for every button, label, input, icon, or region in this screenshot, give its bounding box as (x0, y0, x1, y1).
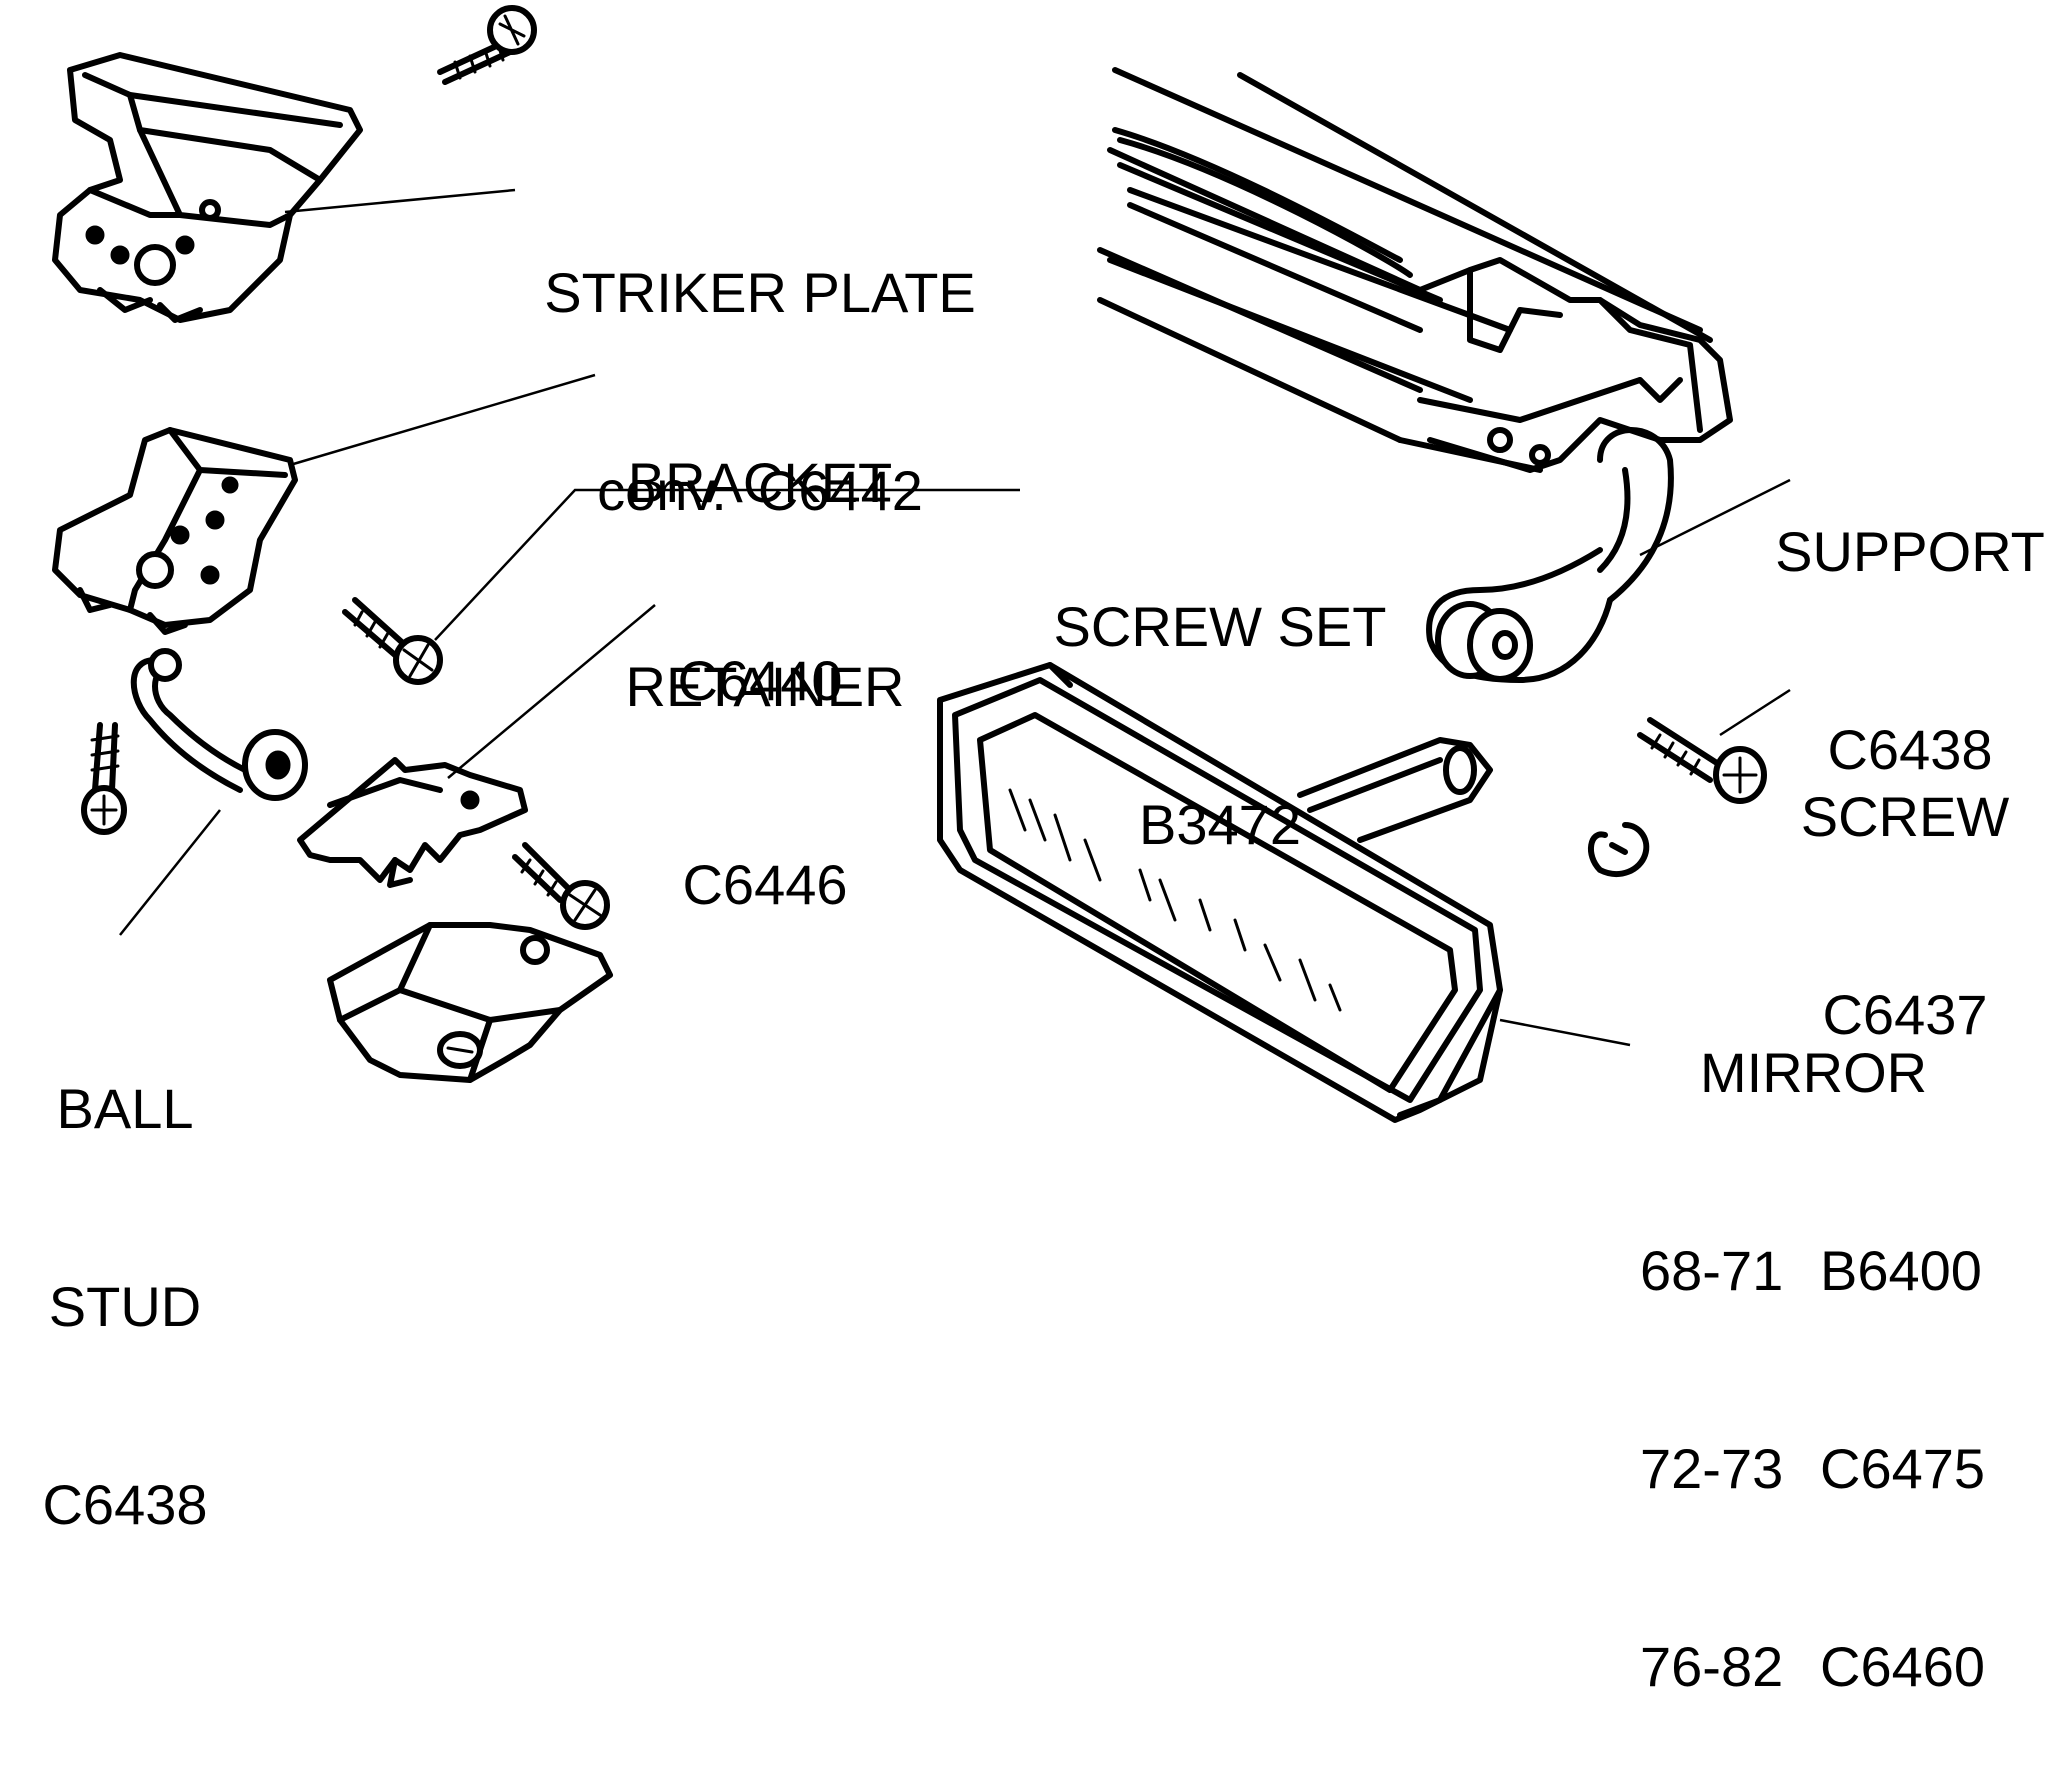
ball-stud-part: C6438 (42, 1473, 208, 1536)
striker-plate-part: conv. C6442 (597, 459, 923, 522)
support-drawing (1426, 427, 1674, 683)
bracket-label: BRACKET C6440 (600, 318, 920, 780)
screw-set-title: SCREW SET (1053, 595, 1387, 658)
small-clip-drawing (1588, 822, 1650, 877)
header-rail-drawing (1097, 67, 1733, 473)
support-title: SUPPORT (1775, 520, 2045, 583)
support-part: C6438 (1827, 718, 1993, 781)
mirror-row-part: C6475 (1820, 1437, 1986, 1500)
retainer-label: RETAINER C6446 (595, 522, 935, 984)
support-label: SUPPORT C6438 (1760, 387, 2060, 849)
left-small-screw-drawing (81, 722, 127, 835)
striker-plate-title: STRIKER PLATE (544, 261, 976, 324)
top-screw-drawing (437, 5, 537, 85)
ball-stud-line2: STUD (48, 1275, 202, 1338)
screw-label: SCREW C6437 (1770, 652, 2040, 1114)
screw-title: SCREW (1800, 785, 2010, 848)
mirror-row-part: C6460 (1820, 1635, 1986, 1698)
mirror-row-years: 68-71 (1640, 1239, 1784, 1302)
retainer-title: RETAINER (625, 655, 905, 718)
ball-stud-line1: BALL (56, 1077, 194, 1140)
mirror-row-years: 76-82 (1640, 1635, 1784, 1698)
lower-screw-drawing (512, 842, 610, 930)
base-drawing (327, 922, 613, 1083)
mirror-row: 72-73 C6475 (1640, 1436, 2060, 1502)
mirror-row-years: 72-73 (1640, 1437, 1784, 1500)
ball-stud-drawing (130, 648, 308, 801)
bracket-title: BRACKET (627, 451, 893, 514)
mirror-row-part: B6400 (1820, 1239, 1982, 1302)
mirror-label: MIRROR 68-71 B6400 72-73 C6475 76-82 C6460 (1640, 908, 2060, 1766)
ball-stud-label: BALL STUD C6438 (20, 944, 230, 1604)
retainer-drawing (297, 757, 528, 888)
bracket-part: C6440 (677, 649, 843, 712)
retainer-part: C6446 (682, 853, 848, 916)
mirror-row: 76-82 C6460 (1640, 1634, 2060, 1700)
screw-part: C6437 (1822, 983, 1988, 1046)
middle-screw-drawing (342, 597, 443, 685)
parts-diagram: STRIKER PLATE conv. C6442 BRACKET C6440 … (42, 5, 2060, 1698)
mirror-row: 68-71 B6400 (1640, 1238, 2060, 1304)
diagram-artwork (52, 5, 1791, 1123)
mirror-drawing (937, 662, 1503, 1123)
screw-set-label: SCREW SET B3472 (1020, 462, 1420, 924)
right-screw-drawing (1637, 717, 1767, 804)
mirror-title: MIRROR (1700, 1041, 1928, 1104)
striker-plate-label: STRIKER PLATE conv. C6442 (525, 128, 995, 590)
bracket-drawing (52, 427, 298, 635)
screw-set-part: B3472 (1139, 793, 1301, 856)
striker-plate-drawing (52, 52, 363, 323)
leader-lines (119, 188, 1791, 1047)
